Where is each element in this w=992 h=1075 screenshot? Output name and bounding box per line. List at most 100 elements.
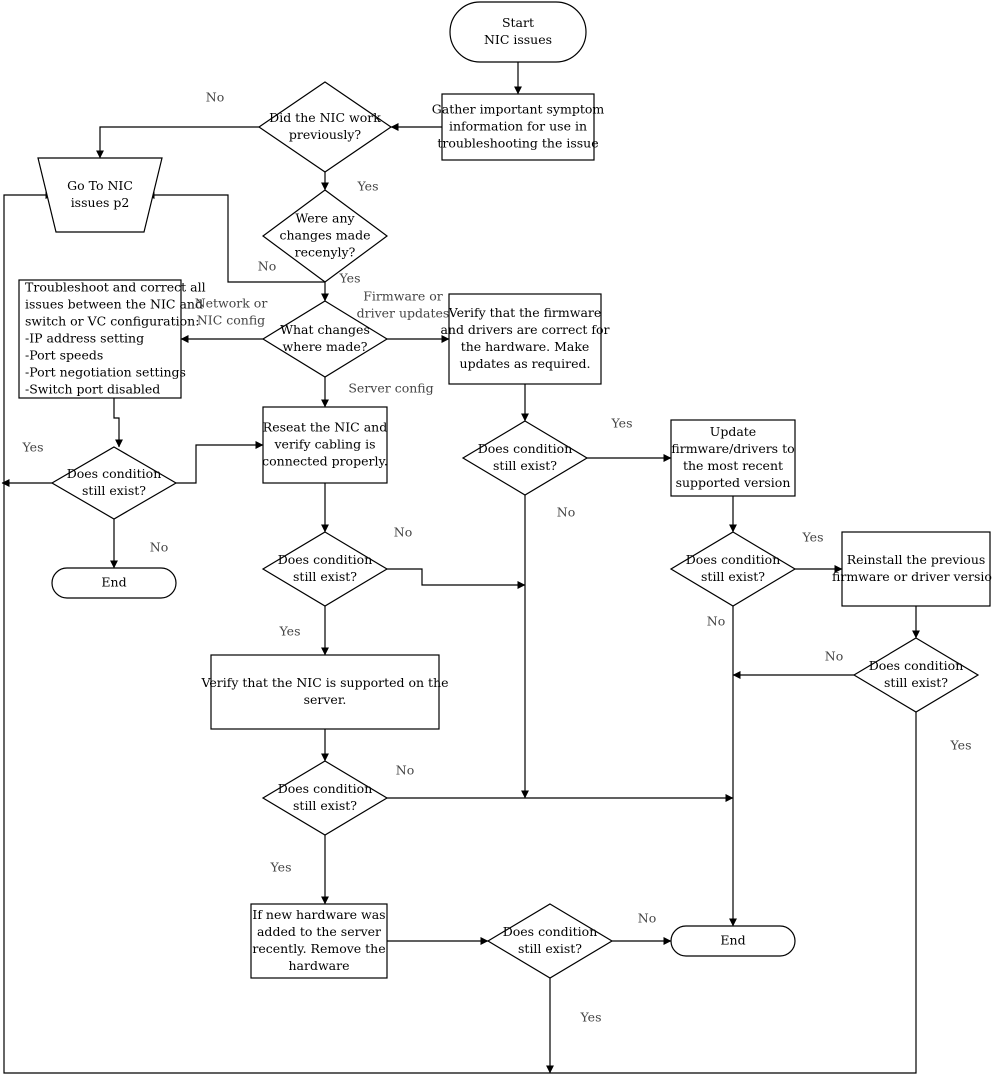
edge-changes-to-goto bbox=[146, 191, 325, 283]
node-text-line: Does condition bbox=[869, 658, 964, 673]
edge-cond_reseat-to-end_main bbox=[387, 568, 526, 589]
node-text-line: hardware bbox=[288, 958, 349, 973]
node-text-line: Troubleshoot and correct all bbox=[25, 280, 206, 295]
node-cond-verify: Does condition still exist? bbox=[261, 760, 389, 836]
node-shape bbox=[852, 637, 980, 713]
node-text-line: End bbox=[720, 933, 745, 948]
node-shape bbox=[449, 1, 587, 63]
node-goto: Go To NIC issues p2 bbox=[37, 157, 163, 233]
edge-cond_left-to-reseat bbox=[176, 441, 264, 484]
node-text-line: switch or VC configuration: bbox=[25, 314, 199, 329]
node-shape bbox=[37, 157, 163, 233]
node-gather: Gather important symptom information for … bbox=[432, 93, 605, 161]
node-text-line: Verify that the NIC is supported on the bbox=[200, 675, 448, 690]
edge-label: Yes bbox=[279, 624, 301, 639]
node-text-line: verify cabling is bbox=[274, 437, 376, 452]
edge-label: No bbox=[150, 540, 168, 555]
node-text-line: Does condition bbox=[278, 781, 373, 796]
node-text-line: Gather important symptom bbox=[432, 102, 605, 117]
node-shape bbox=[841, 531, 991, 607]
node-text-line: the most recent bbox=[683, 458, 783, 473]
node-text-line: NIC issues bbox=[484, 32, 552, 47]
edge-label: No bbox=[206, 90, 224, 105]
edge-label: Yes bbox=[357, 179, 379, 194]
node-shape bbox=[486, 903, 614, 979]
node-shape bbox=[441, 93, 595, 161]
edge-label: Yes bbox=[611, 416, 633, 431]
node-verify-nic: Verify that the NIC is supported on the s… bbox=[200, 654, 449, 730]
node-text-line: Reseat the NIC and bbox=[263, 420, 387, 435]
node-text-line: server. bbox=[304, 692, 347, 707]
node-reseat: Reseat the NIC and verify cabling is conne… bbox=[262, 406, 388, 484]
edge-label: No bbox=[707, 614, 725, 629]
node-verify-fw: Verify that the firmware and drivers are … bbox=[440, 293, 610, 385]
node-text-line: Does condition bbox=[503, 924, 598, 939]
node-text-line: connected properly. bbox=[262, 454, 388, 469]
edge-label: No bbox=[396, 763, 414, 778]
node-text-line: still exist? bbox=[518, 941, 582, 956]
edge-label: Yes bbox=[270, 860, 292, 875]
edge-label: Yes bbox=[950, 738, 972, 753]
node-troubleshoot: Troubleshoot and correct all issues betwe… bbox=[18, 279, 206, 399]
edge-label: Server config bbox=[348, 381, 433, 396]
node-end-main: End bbox=[670, 925, 796, 957]
node-text-line: firmware/drivers to bbox=[671, 441, 794, 456]
edge-label: No bbox=[557, 505, 575, 520]
node-text-line: information for use in bbox=[449, 119, 587, 134]
edge-label: NIC config bbox=[197, 313, 265, 328]
node-shape bbox=[448, 293, 602, 385]
node-text-line: recently. Remove the bbox=[252, 941, 385, 956]
node-update: Update firmware/drivers to the most recent… bbox=[670, 419, 796, 497]
node-text-line: Update bbox=[710, 424, 756, 439]
edge-label: Firmware or bbox=[363, 289, 443, 304]
node-text-line: recenyly? bbox=[295, 245, 356, 260]
edge-label: driver updates bbox=[357, 306, 450, 321]
node-shape bbox=[250, 903, 388, 979]
node-text-line: -Port speeds bbox=[25, 348, 103, 363]
node-text-line: Start bbox=[502, 15, 534, 30]
edge-label: No bbox=[825, 649, 843, 664]
node-text-line: still exist? bbox=[293, 569, 357, 584]
node-text-line: updates as required. bbox=[460, 356, 591, 371]
node-shape bbox=[670, 419, 796, 497]
node-text-line: What changes bbox=[280, 322, 370, 337]
node-text-line: troubleshooting the issue bbox=[437, 136, 598, 151]
node-text-line: firmware or driver version bbox=[832, 569, 992, 584]
node-end-left: End bbox=[51, 567, 177, 599]
edge-label: No bbox=[394, 525, 412, 540]
node-shape bbox=[261, 760, 389, 836]
node-text-line: issues p2 bbox=[71, 195, 130, 210]
node-text-line: issues between the NIC and bbox=[25, 297, 203, 312]
edge-troubleshoot-to-cond_left bbox=[113, 398, 123, 448]
node-shape bbox=[461, 420, 589, 496]
edge-label: No bbox=[638, 911, 656, 926]
node-text-line: Go To NIC bbox=[67, 178, 133, 193]
node-text-line: Verify that the firmware bbox=[448, 305, 602, 320]
node-text-line: -IP address setting bbox=[25, 331, 144, 346]
node-text-line: still exist? bbox=[293, 798, 357, 813]
edge-label: Yes bbox=[22, 440, 44, 455]
node-shape bbox=[50, 446, 178, 520]
node-text-line: If new hardware was bbox=[252, 907, 385, 922]
edge-label: No bbox=[258, 259, 276, 274]
node-shape bbox=[18, 279, 182, 399]
node-text-line: Does condition bbox=[478, 441, 573, 456]
node-text-line: Did the NIC work bbox=[269, 110, 381, 125]
node-text-line: and drivers are correct for bbox=[440, 322, 609, 337]
node-shape bbox=[51, 567, 177, 599]
node-cond-hw: Does condition still exist? bbox=[486, 903, 614, 979]
node-text-line: still exist? bbox=[701, 569, 765, 584]
node-shape bbox=[261, 531, 389, 607]
